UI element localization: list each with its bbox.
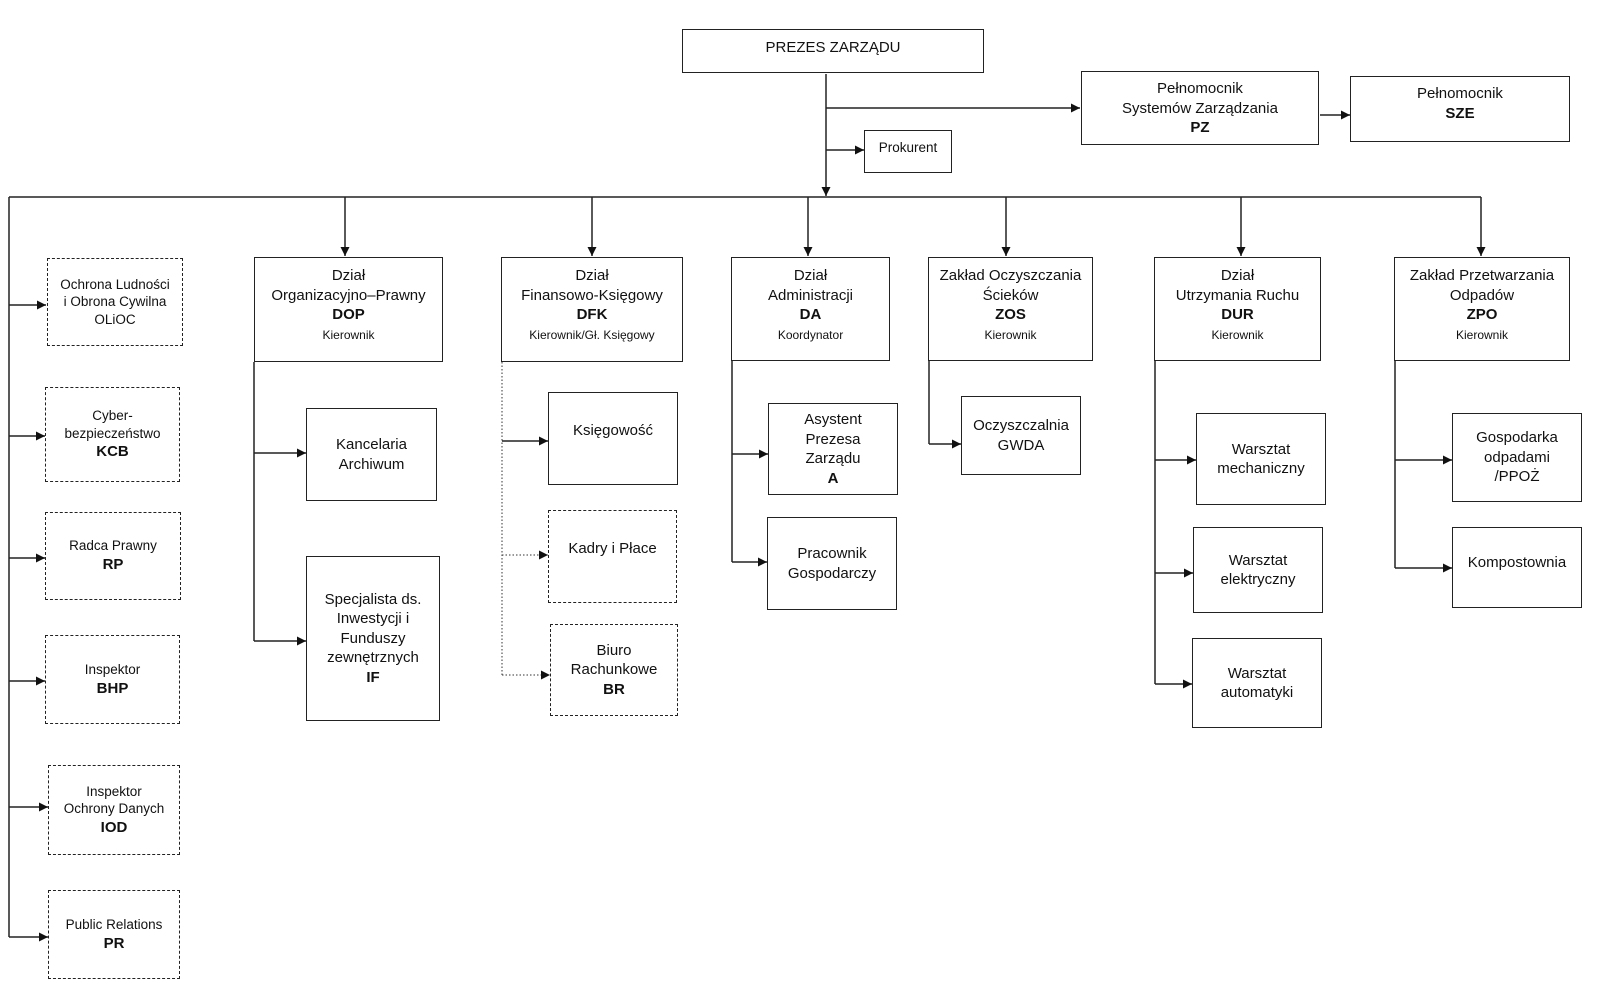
- unit-box-ksiegowosc[interactable]: Księgowość: [548, 392, 678, 485]
- unit-box-pracownik[interactable]: Pracownik Gospodarczy: [767, 517, 897, 610]
- unit-box-biuro[interactable]: Biuro Rachunkowe BR: [550, 624, 678, 716]
- president-title: PREZES ZARZĄDU: [765, 39, 901, 56]
- unit-box-warsztat-auto[interactable]: Warsztat automatyki: [1192, 638, 1322, 728]
- unit-box-oczyszczalnia[interactable]: Oczyszczalnia GWDA: [961, 396, 1081, 475]
- department-box-dur[interactable]: Dział Utrzymania Ruchu DUR Kierownik: [1154, 257, 1321, 361]
- staff-box-iod[interactable]: Inspektor Ochrony Danych IOD: [48, 765, 180, 855]
- unit-box-asystent[interactable]: Asystent Prezesa Zarządu A: [768, 403, 898, 495]
- department-box-zpo[interactable]: Zakład Przetwarzania Odpadów ZPO Kierown…: [1394, 257, 1570, 361]
- unit-box-kadry[interactable]: Kadry i Płace: [548, 510, 677, 603]
- department-box-da[interactable]: Dział Administracji DA Koordynator: [731, 257, 890, 361]
- staff-box-kcb[interactable]: Cyber- bezpieczeństwo KCB: [45, 387, 180, 482]
- staff-box-pr[interactable]: Public Relations PR: [48, 890, 180, 979]
- department-box-dfk[interactable]: Dział Finansowo-Księgowy DFK Kierownik/G…: [501, 257, 683, 362]
- unit-box-if[interactable]: Specjalista ds. Inwestycji i Funduszy ze…: [306, 556, 440, 721]
- proxy-sze-box[interactable]: Pełnomocnik SZE: [1350, 76, 1570, 142]
- unit-box-kancelaria[interactable]: Kancelaria Archiwum: [306, 408, 437, 501]
- staff-box-oliOC[interactable]: Ochrona Ludności i Obrona Cywilna OLiOC: [47, 258, 183, 346]
- unit-box-warsztat-elek[interactable]: Warsztat elektryczny: [1193, 527, 1323, 613]
- staff-box-bhp[interactable]: Inspektor BHP: [45, 635, 180, 724]
- president-box[interactable]: PREZES ZARZĄDU: [682, 29, 984, 73]
- prokurent-box[interactable]: Prokurent: [864, 130, 952, 173]
- unit-box-gospodarka[interactable]: Gospodarka odpadami /PPOŻ: [1452, 413, 1582, 502]
- unit-box-kompostownia[interactable]: Kompostownia: [1452, 527, 1582, 608]
- department-box-zos[interactable]: Zakład Oczyszczania Ścieków ZOS Kierowni…: [928, 257, 1093, 361]
- proxy-pz-box[interactable]: Pełnomocnik Systemów Zarządzania PZ: [1081, 71, 1319, 145]
- department-box-dop[interactable]: Dział Organizacyjno–Prawny DOP Kierownik: [254, 257, 443, 362]
- staff-box-rp[interactable]: Radca Prawny RP: [45, 512, 181, 600]
- unit-box-warsztat-mech[interactable]: Warsztat mechaniczny: [1196, 413, 1326, 505]
